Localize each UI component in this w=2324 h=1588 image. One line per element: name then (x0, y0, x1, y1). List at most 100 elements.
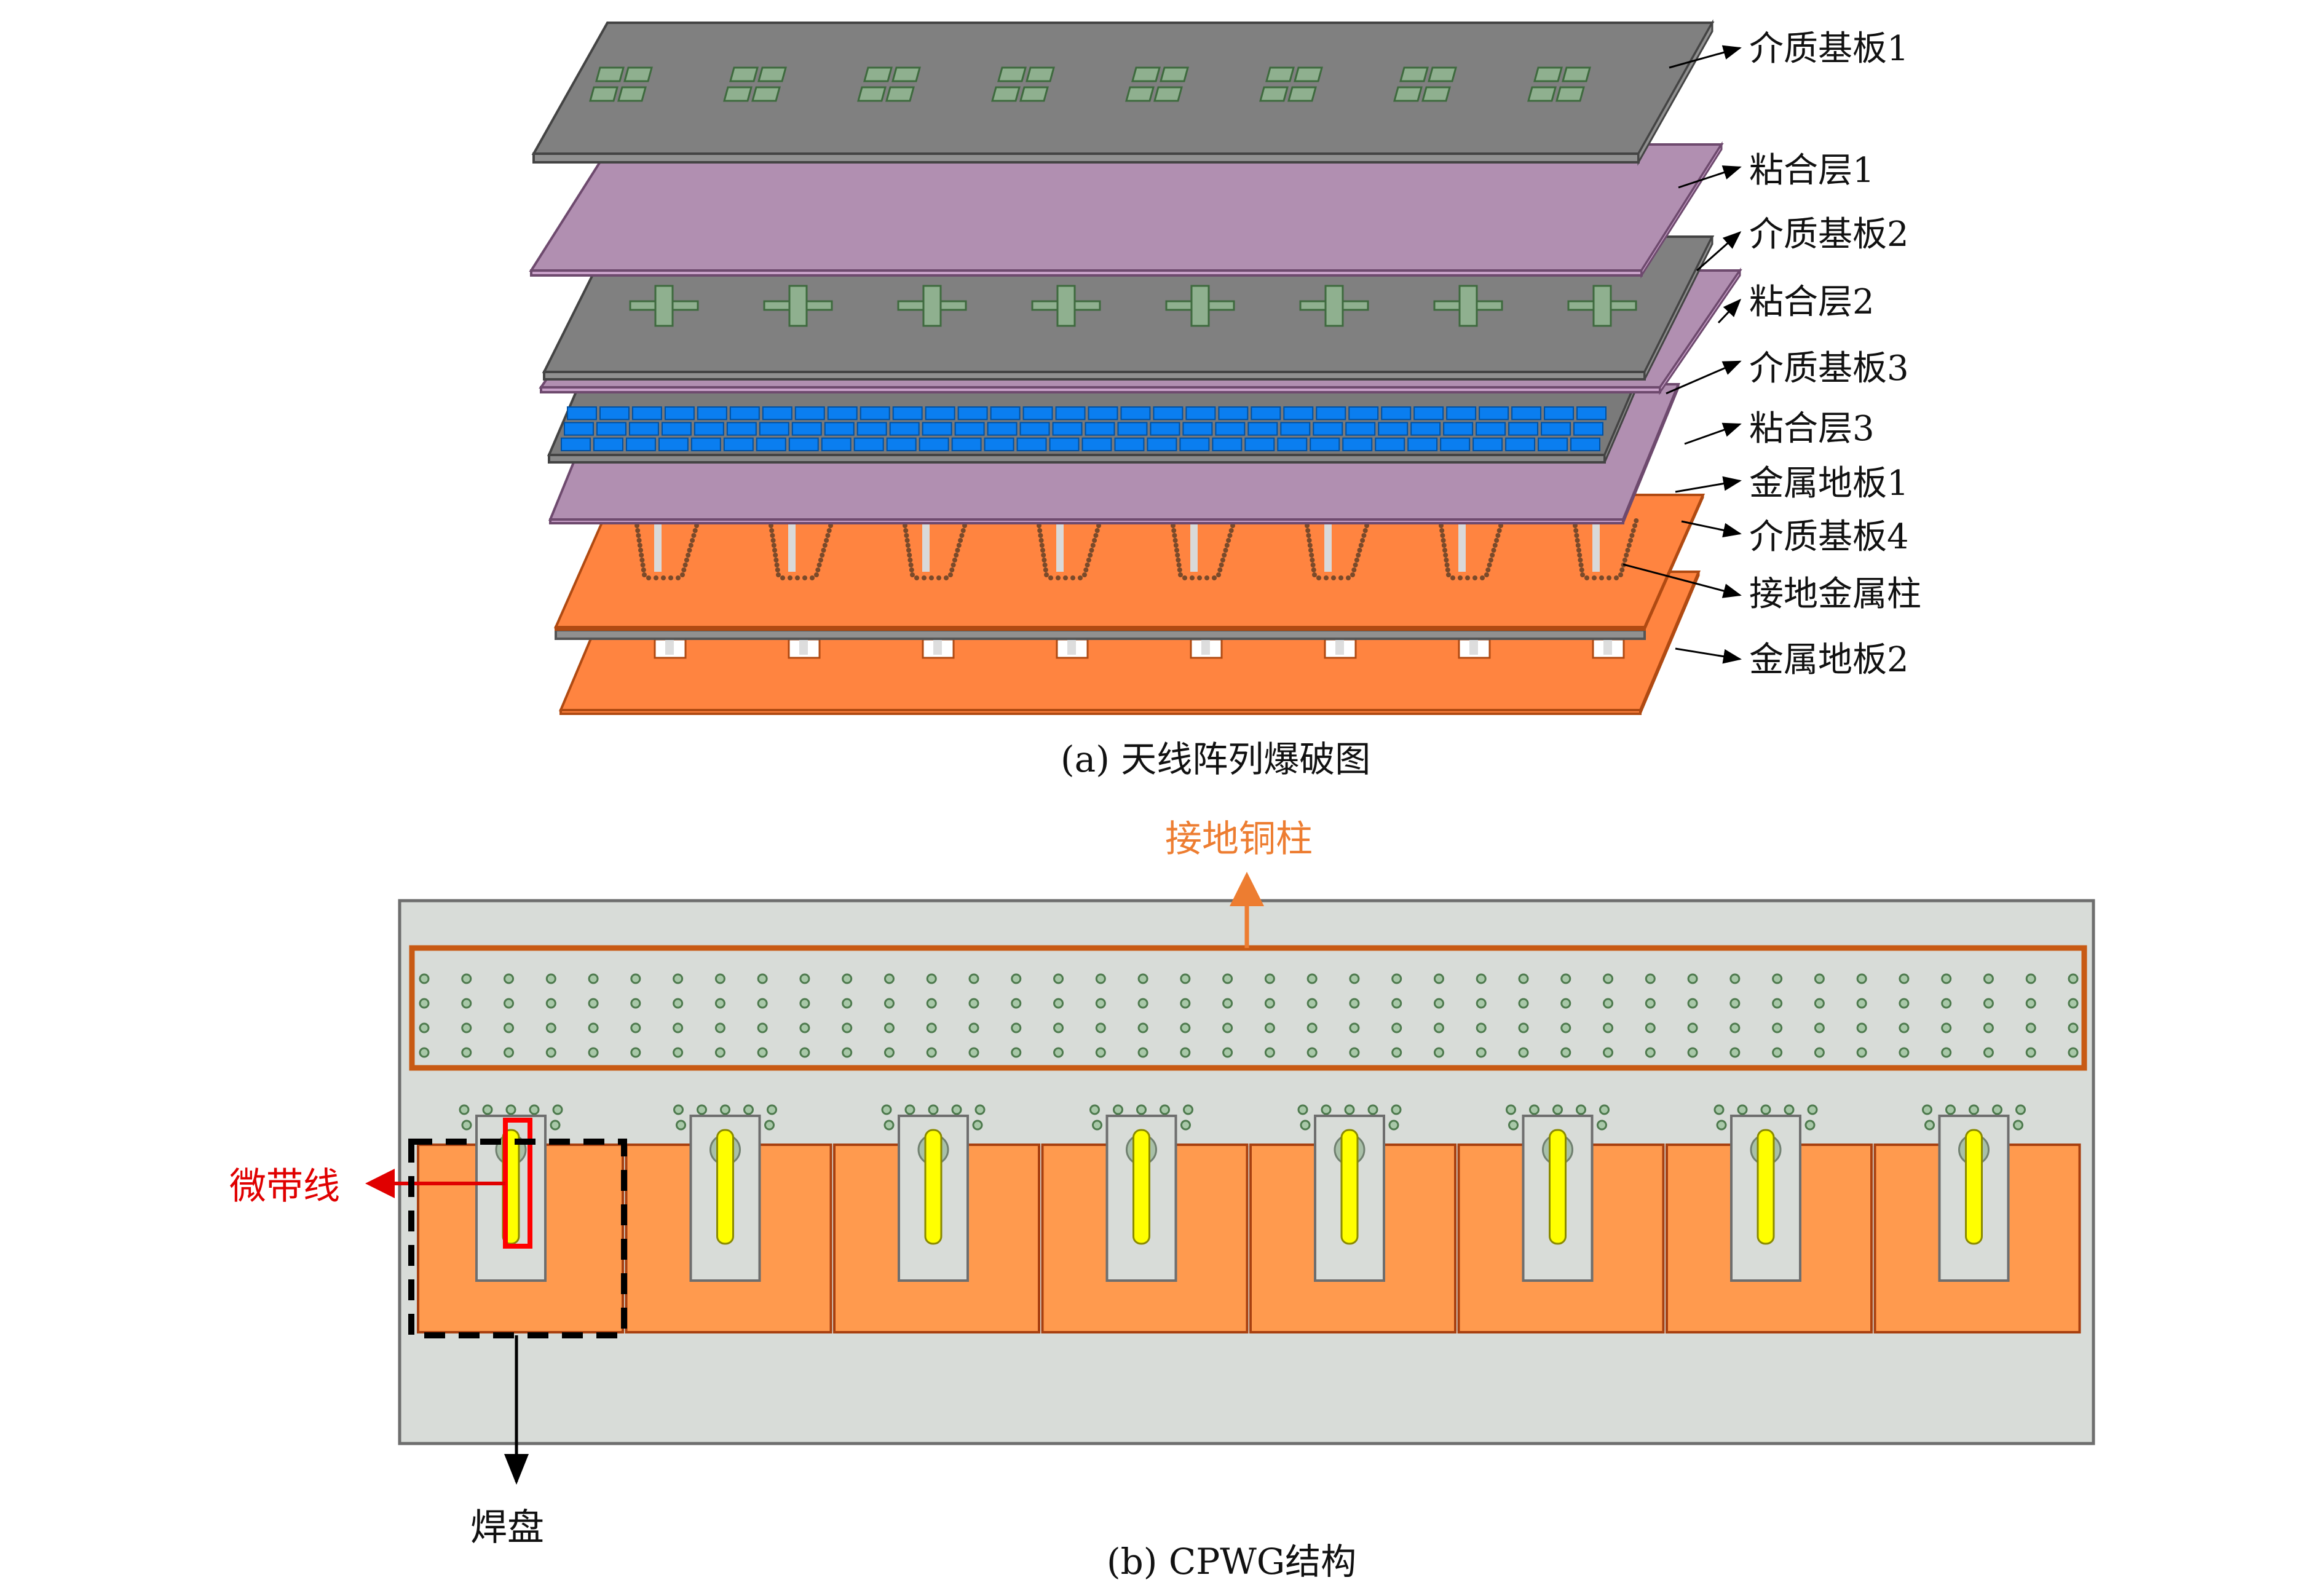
via-stub (799, 636, 808, 655)
via-dot (1579, 567, 1584, 572)
leader-line (1666, 360, 1742, 395)
fence-via (1713, 1104, 1725, 1115)
fence-via (764, 1120, 775, 1131)
radiating-patch (1125, 86, 1155, 102)
via-dot (1445, 567, 1450, 572)
grounding-via (2025, 1047, 2036, 1058)
blue-cell (1576, 406, 1607, 421)
grounding-via (883, 973, 895, 984)
grounding-via (1137, 1022, 1148, 1033)
grounding-via (1180, 1047, 1191, 1058)
fence-via (2013, 1120, 2023, 1131)
via-dot (1070, 575, 1075, 580)
blue-cell (1573, 422, 1603, 436)
grounding-via (1729, 1047, 1741, 1058)
via-dot (820, 553, 825, 558)
via-dot (780, 575, 785, 580)
leader-line (1622, 563, 1742, 598)
via-dot (905, 543, 911, 548)
via-dot (1614, 575, 1619, 580)
grounding-via (461, 1022, 472, 1033)
via-dot (936, 575, 941, 580)
leader-line (1717, 298, 1742, 324)
microstrip-line (716, 1129, 734, 1245)
fence-via (972, 1120, 983, 1131)
blue-cell (1052, 422, 1083, 436)
cross-feed-stem (654, 285, 674, 327)
via-dot (821, 548, 826, 553)
via-dot (904, 538, 910, 543)
grounding-via (419, 998, 430, 1009)
blue-cell (759, 422, 789, 436)
via-dot (769, 528, 775, 533)
blue-cell (762, 406, 792, 421)
via-dot (1093, 533, 1099, 538)
via-fence-region (409, 945, 2087, 1071)
grounding-via (545, 998, 556, 1009)
cross-feed-stem (1056, 285, 1076, 327)
blue-cell (1378, 422, 1409, 436)
solder-pad-unit (417, 1104, 624, 1333)
via-dot (952, 558, 957, 563)
grounding-via (1476, 1047, 1487, 1058)
grounding-via (1306, 1022, 1318, 1033)
via-dot (1204, 575, 1209, 580)
via-dot (638, 548, 643, 553)
fence-via (1807, 1104, 1818, 1115)
via-dot (1041, 553, 1046, 558)
blue-cell (1153, 406, 1184, 421)
via-dot (770, 533, 775, 538)
bond-layer-3-front-edge (549, 518, 1624, 524)
radiating-patch (1428, 66, 1457, 82)
fence-via (2015, 1104, 2026, 1115)
via-dot (687, 548, 692, 553)
grounding-via (1603, 1047, 1614, 1058)
grounding-via (1180, 1022, 1191, 1033)
via-dot (1042, 563, 1048, 567)
grounding-via (1645, 998, 1656, 1009)
blue-cell (984, 437, 1014, 452)
grounding-via (461, 998, 472, 1009)
grounding-via (757, 1022, 768, 1033)
grounding-via (1264, 1047, 1275, 1058)
via-dot (646, 575, 651, 580)
microstrip-line (1757, 1129, 1775, 1245)
grounding-via (1856, 998, 1867, 1009)
grounding-via (504, 973, 515, 984)
grounding-via (1645, 973, 1656, 984)
via-dot (1480, 575, 1485, 580)
via-dot (1444, 558, 1449, 563)
blue-cell (1277, 437, 1308, 452)
via-dot (770, 538, 776, 543)
via-dot (1226, 538, 1231, 543)
ground-plane-1 (553, 494, 1705, 631)
grounding-via (1180, 998, 1191, 1009)
via-dot (1618, 572, 1623, 577)
via-dot (1465, 575, 1470, 580)
grounding-via (1433, 998, 1444, 1009)
grounding-via (504, 1047, 515, 1058)
fence-via (676, 1120, 686, 1131)
grounding-via (926, 998, 937, 1009)
grounding-via (1053, 998, 1064, 1009)
grounding-via (1687, 998, 1698, 1009)
blue-cell (892, 406, 923, 421)
via-dot (1599, 575, 1604, 580)
via-dot (922, 575, 927, 580)
grounding-via (1983, 998, 1994, 1009)
grounding-via (968, 1022, 979, 1033)
layer-label-bond-1: 粘合层1 (1749, 151, 1875, 191)
radiating-patch (1265, 66, 1295, 82)
grounding-via (1603, 1022, 1614, 1033)
via-dot (1176, 558, 1181, 563)
via-dot (1172, 538, 1178, 543)
blue-cell (697, 406, 727, 421)
blue-cell (1410, 422, 1441, 436)
grounding-via (1222, 1047, 1233, 1058)
blue-cell (1316, 406, 1346, 421)
layer-label-dielectric-2: 介质基板2 (1749, 215, 1909, 255)
fence-via (461, 1120, 472, 1131)
radiating-patch (1160, 66, 1189, 82)
blue-cell (1212, 437, 1243, 452)
via-dot (1083, 567, 1089, 572)
